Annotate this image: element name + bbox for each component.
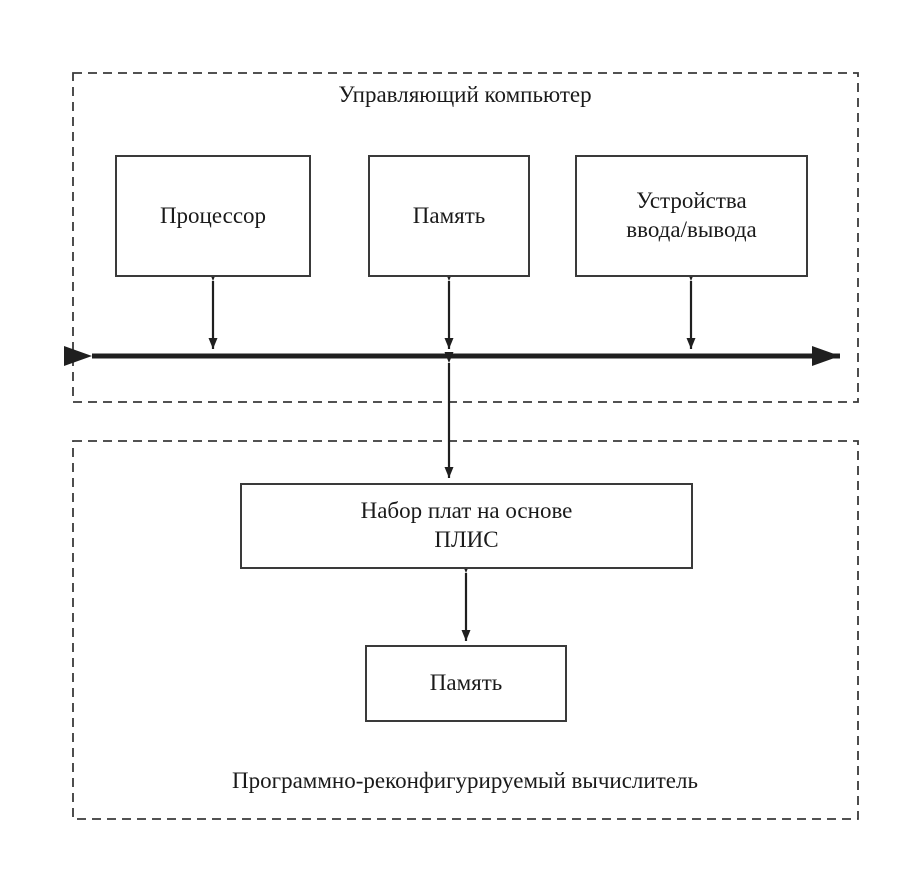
processor-label: Процессор bbox=[159, 202, 267, 228]
control-computer-label: Управляющий компьютер bbox=[338, 82, 592, 107]
reconfigurable-computer-label: Программно-реконфигурируемый вычислитель bbox=[232, 768, 698, 793]
fpga-boards-label-line2: ПЛИС bbox=[434, 527, 499, 552]
fpga-memory-label: Память bbox=[429, 670, 503, 696]
io-devices-box: Устройства ввода/вывода bbox=[575, 155, 808, 277]
fpga-boards-label-line1: Набор плат на основе bbox=[360, 498, 573, 524]
processor-box: Процессор bbox=[115, 155, 311, 277]
memory-box: Память bbox=[368, 155, 530, 277]
io-devices-label-line2: ввода/вывода bbox=[626, 217, 757, 242]
fpga-boards-box: Набор плат на основе ПЛИС bbox=[240, 483, 693, 569]
io-devices-label-line1: Устройства bbox=[636, 188, 747, 214]
memory-label: Память bbox=[412, 202, 486, 228]
fpga-memory-box: Память bbox=[365, 645, 567, 722]
